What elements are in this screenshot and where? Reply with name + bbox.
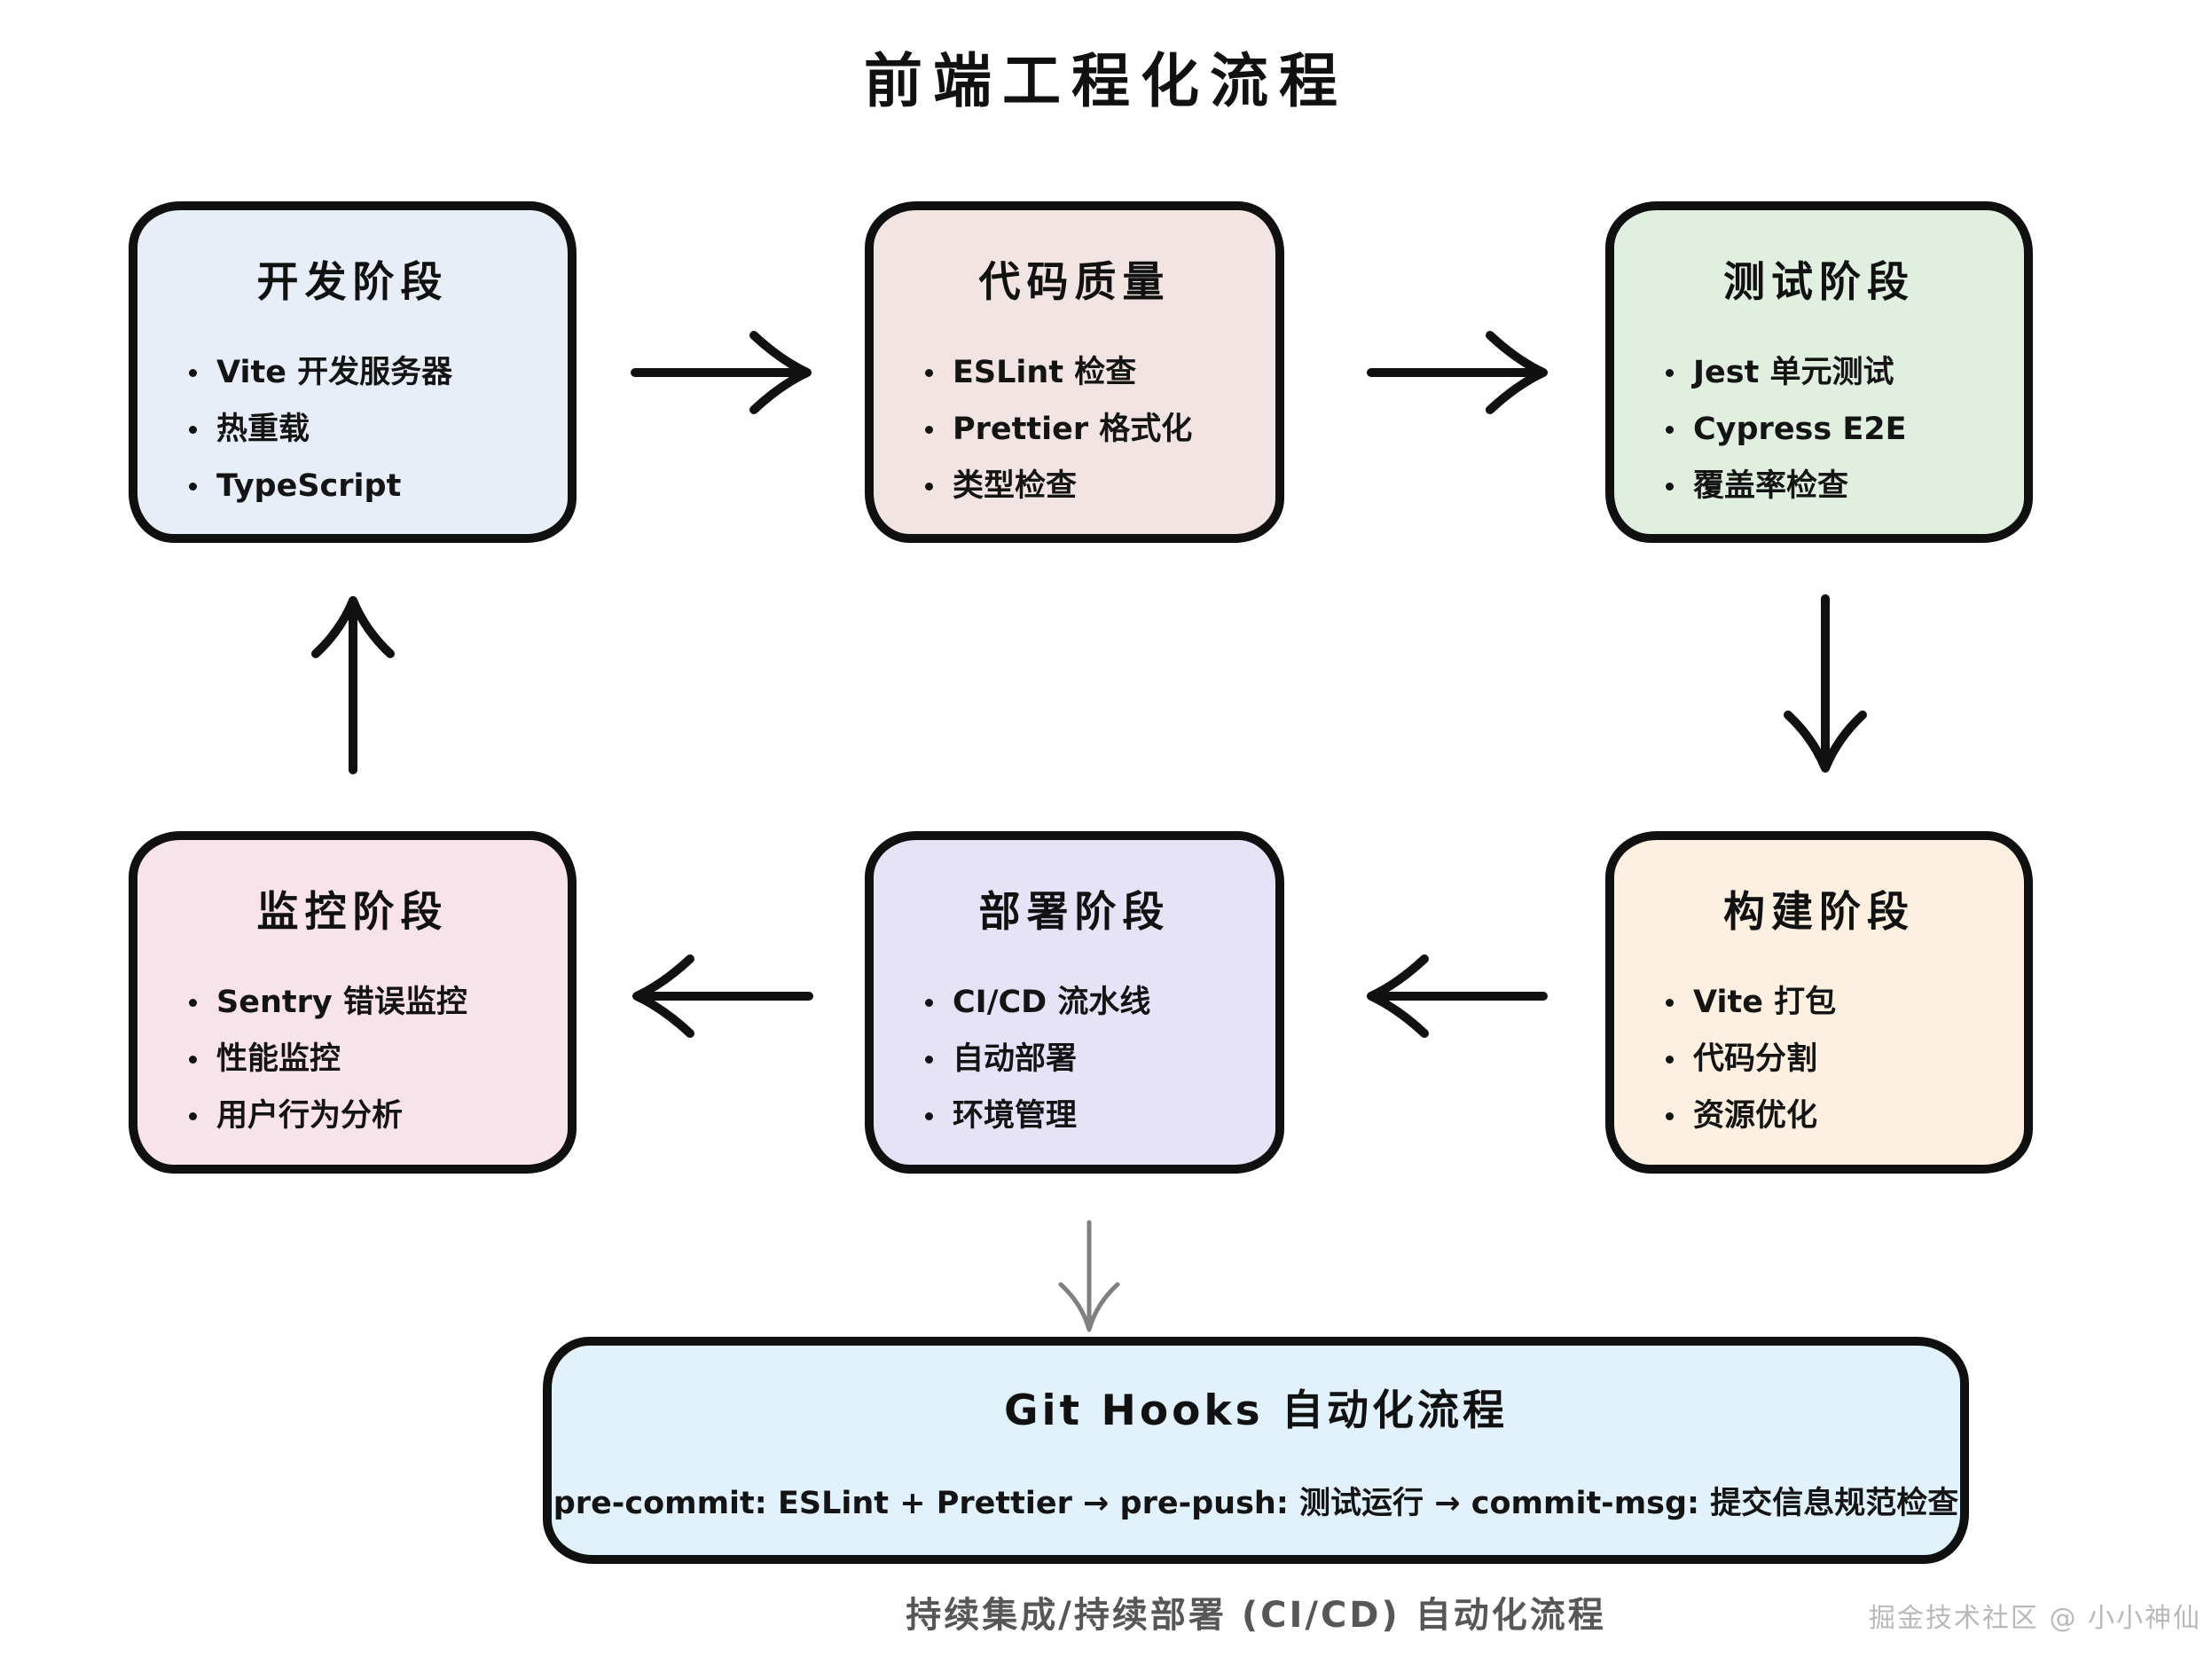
list-item: 用户行为分析 [189,1098,568,1134]
list-item: Vite 开发服务器 [189,355,568,390]
arrow-up-icon-monitor-to-dev [311,596,395,774]
stage-title-build: 构建阶段 [1723,888,1915,937]
arrow-down-icon-test-to-build [1784,594,1867,773]
githooks-pipeline-text: pre-commit: ESLint + Prettier → pre-push… [553,1486,1959,1521]
list-item: Prettier 格式化 [925,412,1275,447]
stage-items-test: Jest 单元测试 Cypress E2E 覆盖率检查 [1614,355,2024,504]
stage-box-build: 构建阶段 Vite 打包 代码分割 资源优化 [1605,831,2033,1174]
list-item: 性能监控 [189,1041,568,1077]
list-item: Jest 单元测试 [1666,355,2024,390]
stage-title-quality: 代码质量 [978,258,1171,307]
stage-box-dev: 开发阶段 Vite 开发服务器 热重载 TypeScript [129,201,577,543]
list-item: Cypress E2E [1666,412,2024,447]
list-item: CI/CD 流水线 [925,985,1275,1020]
footer-caption: 持续集成/持续部署 (CI/CD) 自动化流程 [906,1595,1606,1636]
arrow-right-icon-dev-to-quality [631,331,812,414]
arrow-left-icon-deploy-to-monitor [632,954,813,1038]
stage-box-monitor: 监控阶段 Sentry 错误监控 性能监控 用户行为分析 [129,831,577,1174]
stage-title-test: 测试阶段 [1723,258,1915,307]
stage-title-monitor: 监控阶段 [256,888,449,937]
stage-items-quality: ESLint 检查 Prettier 格式化 类型检查 [874,355,1275,504]
arrow-right-icon-quality-to-test [1367,331,1548,414]
list-item: Sentry 错误监控 [189,985,568,1020]
githooks-banner: Git Hooks 自动化流程 pre-commit: ESLint + Pre… [543,1337,1969,1564]
stage-items-monitor: Sentry 错误监控 性能监控 用户行为分析 [137,985,568,1134]
stage-title-deploy: 部署阶段 [978,888,1171,937]
stage-box-deploy: 部署阶段 CI/CD 流水线 自动部署 环境管理 [865,831,1284,1174]
stage-box-quality: 代码质量 ESLint 检查 Prettier 格式化 类型检查 [865,201,1284,543]
arrow-left-icon-build-to-deploy [1367,954,1548,1038]
stage-title-dev: 开发阶段 [256,258,449,307]
list-item: 资源优化 [1666,1098,2024,1134]
stage-items-build: Vite 打包 代码分割 资源优化 [1614,985,2024,1134]
githooks-title: Git Hooks 自动化流程 [1003,1386,1509,1435]
list-item: 自动部署 [925,1041,1275,1077]
stage-items-dev: Vite 开发服务器 热重载 TypeScript [137,355,568,504]
stage-items-deploy: CI/CD 流水线 自动部署 环境管理 [874,985,1275,1134]
list-item: ESLint 检查 [925,355,1275,390]
watermark: 掘金技术社区 @ 小小神仙 [1868,1603,2201,1634]
list-item: 热重载 [189,412,568,447]
stage-box-test: 测试阶段 Jest 单元测试 Cypress E2E 覆盖率检查 [1605,201,2033,543]
list-item: 环境管理 [925,1098,1275,1134]
list-item: TypeScript [189,468,568,504]
list-item: 覆盖率检查 [1666,468,2024,504]
page-title: 前端工程化流程 [864,47,1348,115]
list-item: 类型检查 [925,468,1275,504]
list-item: Vite 打包 [1666,985,2024,1020]
list-item: 代码分割 [1666,1041,2024,1077]
arrow-down-icon-deploy-to-githooks [1058,1220,1120,1332]
